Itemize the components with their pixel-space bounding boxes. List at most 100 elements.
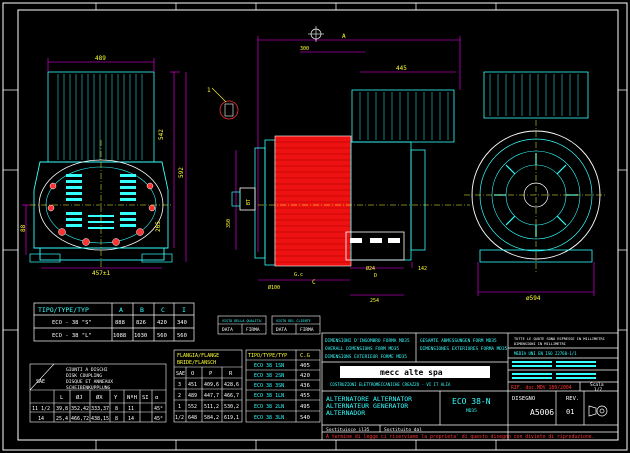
type-row-2-A: 1088 [113,333,126,339]
model-name: ECO 38-N [452,397,491,406]
copyright-notice: A termine di legge ci riserviamo la prop… [326,434,595,440]
model-sub: MD35 [466,408,477,414]
joints-header-X: ØX [96,394,103,401]
flanges-title-1: FLANGIA/FLANGE [177,353,219,359]
joints-row-1-L: 39,8 [56,406,68,412]
dim-left-h2: 88 [20,224,27,232]
flanges-row-1-O: 451 [188,382,197,388]
flanges-header-O: O [191,371,194,377]
cg-row-2-value: 420 [300,373,310,379]
dim-left-h1: 265 [155,221,162,232]
dim-mount-width: 457±1 [92,270,110,277]
dim-24: Ø24 [366,265,375,272]
joints-row-2-L: 25,4 [56,416,68,422]
flanges-row-4-O: 648 [188,415,197,421]
replaces-value: 35 [364,427,370,433]
cg-row-4-type: ECO 38 1LN [254,393,284,399]
flanges-title-2: BRIDE/FLANSCH [177,360,216,366]
dim-445: 445 [396,65,407,72]
scale-value: 1/7 [594,387,602,393]
dim-142: 142 [418,266,427,272]
product-name-3: ALTERNADOR [326,409,365,417]
product-name-2: ALTERNATEUR GENERATOR [326,402,408,410]
company-logo: mecc alte spa [340,366,490,378]
stamp-client-date: DATA [276,327,287,333]
cg-row-1-type: ECO 38 1SN [254,363,284,369]
cg-row-3-type: ECO 38 3SN [254,383,284,389]
flanges-row-4-P: 584,2 [204,415,219,421]
joints-row-2-X: 438,15 [91,416,109,422]
title-line-en: OVERALL DIMENSIONS FORM MD35 [325,346,399,352]
title-line-it: DIMENSIONI D'INGOMBRO FORMA MD35 [325,338,410,344]
reference-doc: RIF. doc.MDV 180/2004 [511,385,572,391]
joints-row-2-sae: 14 [38,416,44,422]
stamp-client-title: VISTO DEL CLIENTE [276,319,311,323]
scale-label: Scala [590,382,604,388]
dim-A: A [342,33,346,40]
type-table [33,302,195,342]
note-mm-1: TUTTE LE QUOTE SONO ESPRESSE IN MILLIMET… [514,337,605,341]
cg-header-cg: C.G [300,353,310,359]
joints-header-Y: Y [114,395,118,401]
type-row-2-C: 560 [157,333,167,339]
joints-title-4: SCHEIBENKUPPLUNG [66,385,110,391]
dim-D: D [374,273,377,279]
joints-row-1-J: 352,42 [71,406,89,412]
dim-BT: BT [246,199,252,205]
rev-number: 01 [566,408,574,416]
company-name: mecc alte spa [380,368,443,377]
flanges-row-3-sae: 1 [178,404,181,410]
cg-row-6-value: 540 [300,415,310,421]
joints-title-3: DISQUE ET ANNEAUX [66,379,113,385]
ref-1: 1 [207,87,211,94]
cg-table [245,349,321,423]
type-row-2-name: ECO - 38 "L" [52,333,92,339]
replaced-label: Sostituito dal [384,427,422,433]
joints-header-J: ØJ [76,394,83,401]
type-table-header-C: C [161,306,165,314]
joints-row-1-Y: 8 [115,406,118,412]
end-view [464,71,606,296]
flanges-row-1-P: 409,6 [204,382,219,388]
joints-row-1-sae: 11 1/2 [32,406,50,412]
note-mm-2: DIMENSIONI IN MILLIMETRI [514,342,566,346]
type-row-1-C: 420 [157,320,167,326]
title-line-es: DIMENSIONES EXTERIORES FORMA MD35 [420,346,508,352]
joints-table [29,363,167,423]
dim-100: Ø100 [268,284,280,291]
dim-height-left: 542 [158,129,165,140]
cg-header-type: TIPO/TYPE/TYP [248,353,287,359]
joints-header-alpha: α [155,395,159,401]
border-ticks [3,3,627,450]
joints-row-2-alpha: 45° [154,416,163,422]
cg-row-6-type: ECO 38 3LN [254,415,284,421]
flanges-row-2-O: 489 [188,393,197,399]
joints-header-L: L [60,395,64,401]
inner-border [17,9,619,441]
flanges-header-sae: SAE [176,371,185,377]
flanges-row-4-R: 619,1 [224,415,239,421]
joints-header-sae: SAE [36,379,45,385]
flanges-table [173,349,243,423]
projection-icon [588,405,608,417]
cg-row-1-value: 405 [300,363,310,369]
cg-row-2-type: ECO 38 2SN [254,373,284,379]
dim-top-width: 489 [95,55,106,62]
cg-row-4-value: 455 [300,393,310,399]
flanges-header-R: R [229,371,233,377]
joints-title-1: GIUNTI A DISCHI [66,367,108,373]
stamp-quality-date: DATA [222,327,233,333]
stamp-quality-sign: FIRMA [246,327,260,333]
cg-row-5-type: ECO 38 2LN [254,404,284,410]
joints-row-1-alpha: 45° [154,406,163,412]
type-table-header-B: B [140,306,144,314]
flanges-header-P: P [209,371,213,377]
type-table-header-type: TIPO/TYPE/TYP [38,306,89,314]
flanges-row-3-R: 530,2 [224,404,239,410]
title-block [321,332,619,441]
dim-gc: G.c [294,272,303,278]
drawing-label: DISEGNO [512,396,535,402]
joints-row-1-NH: 11 [128,406,134,412]
joints-row-2-Y: 8 [115,416,118,422]
